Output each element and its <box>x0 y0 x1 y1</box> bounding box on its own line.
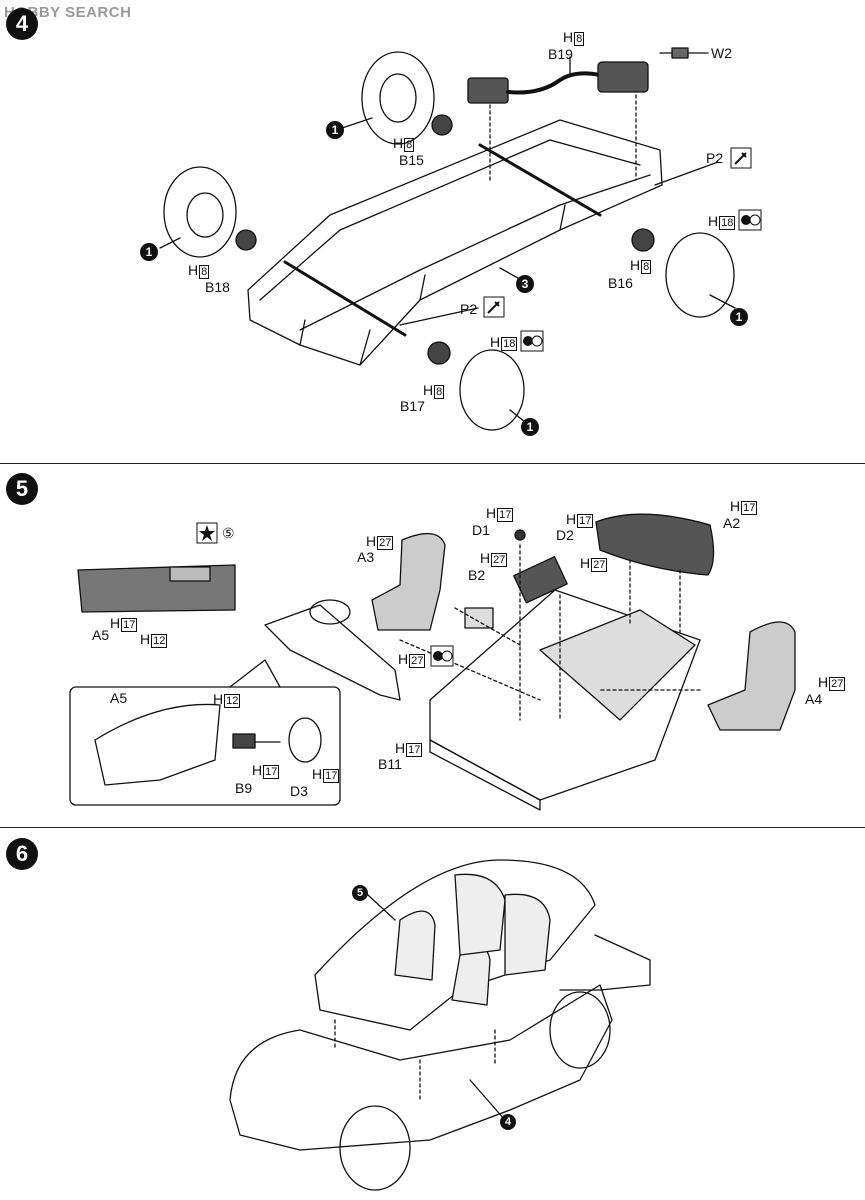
marker-interior: 5 <box>352 885 368 901</box>
rear-wheel-right <box>549 991 611 1069</box>
dashboard-a5 <box>77 564 236 613</box>
label-a3: A3 <box>357 549 375 565</box>
inset-dashboard <box>94 703 221 786</box>
label-d2: D2 <box>556 527 574 543</box>
inset-label-a5: A5 <box>110 690 128 706</box>
hub-b15 <box>431 114 453 136</box>
seat-front <box>394 910 436 981</box>
floor-pan <box>559 934 651 991</box>
two-tone-icon <box>738 209 762 231</box>
hub-b18 <box>235 229 257 251</box>
tip-w2 <box>671 47 689 59</box>
seat-rear <box>451 945 491 1006</box>
wheel-left <box>163 166 237 258</box>
label-b2: B2 <box>468 567 486 583</box>
label-b19: B19 <box>548 46 573 62</box>
step-5-badge: 5 <box>6 473 38 505</box>
step-4-badge: 4 <box>6 8 38 40</box>
dash-assembly <box>264 604 401 701</box>
steering-wheel <box>309 599 351 625</box>
hub-b17 <box>427 341 451 365</box>
wheel-bottom <box>459 349 525 431</box>
muffler-b19 <box>467 77 509 104</box>
label-b18: B18 <box>205 279 230 295</box>
console-d2 <box>513 556 568 604</box>
two-tone-icon <box>520 330 544 352</box>
label-p2-bottom: P2 <box>460 301 478 317</box>
label-b16: B16 <box>608 275 633 291</box>
label-b11: B11 <box>378 756 402 772</box>
section-divider <box>0 463 865 464</box>
knob-d1 <box>514 529 526 541</box>
inset-label-d3: D3 <box>290 783 308 799</box>
seat-a4 <box>707 621 796 731</box>
label-b15: B15 <box>399 152 424 168</box>
label-w2: W2 <box>711 45 732 61</box>
label-b17: B17 <box>400 398 425 414</box>
front-wheel-left <box>339 1105 411 1191</box>
chassis-floor <box>247 119 663 366</box>
wheel-right <box>665 232 735 318</box>
part-b2 <box>464 607 494 629</box>
marker-wheel-bottom: 1 <box>521 418 539 436</box>
inset-label-b9: B9 <box>235 780 253 796</box>
rear-axle <box>478 143 602 217</box>
front-axle <box>283 260 407 337</box>
inset-detail <box>69 686 341 806</box>
wheel-top-left <box>361 51 435 145</box>
label-p2-top: P2 <box>706 150 724 166</box>
marker-wheel-right: 1 <box>730 308 748 326</box>
label-a5: A5 <box>92 627 110 643</box>
inset-b9 <box>232 733 256 749</box>
label-a2: A2 <box>723 515 741 531</box>
star-ref: ⑤ <box>222 525 235 541</box>
label-a4: A4 <box>805 691 823 707</box>
star-icon <box>196 522 218 544</box>
hub-b16 <box>631 228 655 252</box>
marker-pen-icon <box>483 296 505 318</box>
label-d1: D1 <box>472 522 490 538</box>
marker-chassis: 4 <box>500 1114 516 1130</box>
two-tone-icon <box>430 645 454 667</box>
marker-pen-icon <box>730 147 752 169</box>
section-divider <box>0 827 865 828</box>
inset-steering-wheel <box>288 717 322 763</box>
marker-body: 3 <box>516 275 534 293</box>
marker-wheel-left: 1 <box>140 243 158 261</box>
seat-a3 <box>371 533 446 631</box>
car-body <box>229 984 613 1151</box>
step-6-badge: 6 <box>6 838 38 870</box>
marker-wheel-top: 1 <box>326 121 344 139</box>
rear-trim-a2 <box>595 513 715 576</box>
